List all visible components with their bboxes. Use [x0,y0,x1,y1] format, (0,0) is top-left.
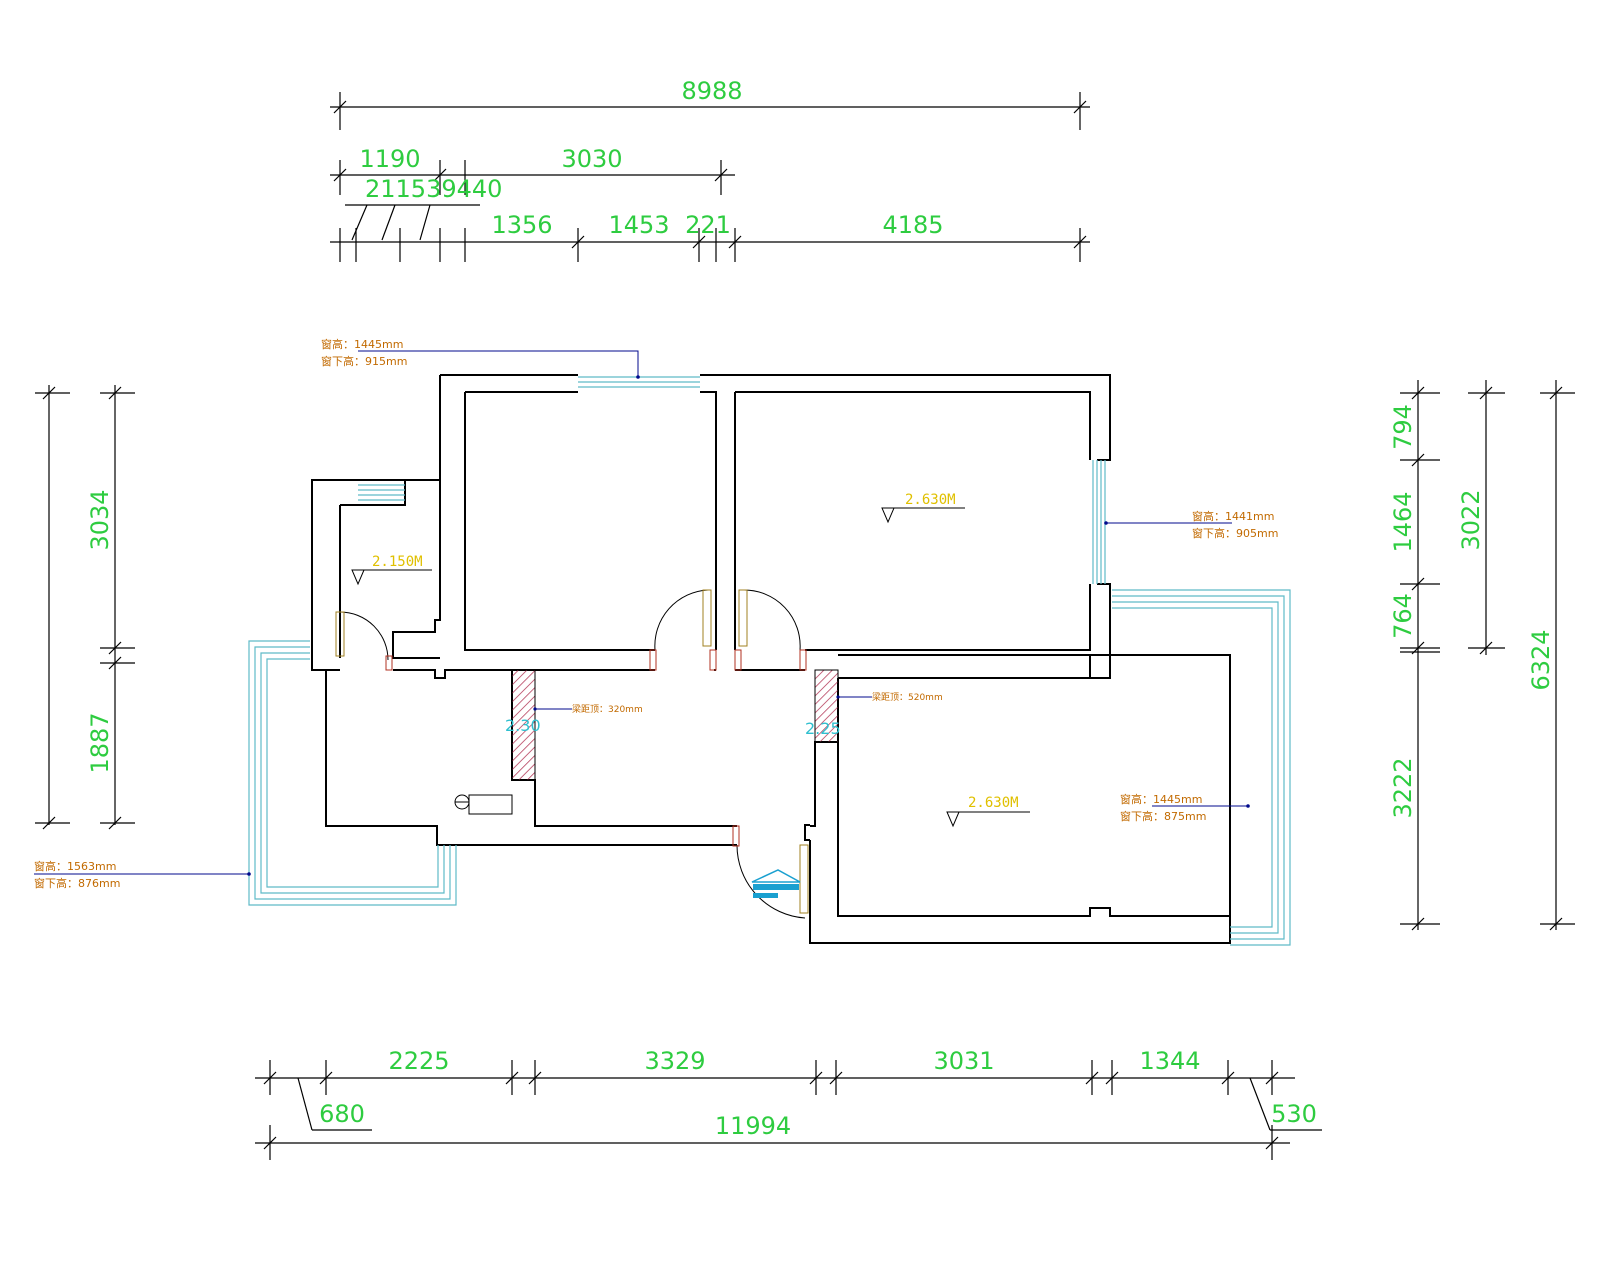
window-right-bay [1112,589,1291,946]
wall-outer-top [440,374,1231,944]
dim-bottom-3031: 3031 [933,1047,994,1075]
dim-right-6324: 6324 [1527,629,1555,690]
dim-bottom-overall: 11994 [715,1112,791,1140]
dim-bottom-530: 530 [1271,1100,1317,1128]
fixture-icon [454,794,513,815]
column-tag-right: 2.25 [805,719,841,738]
dim-top-small-group: 211539440 [365,175,502,203]
wall-left-upper [311,375,441,671]
wall-room1-inner [464,391,717,651]
dim-right-3022: 3022 [1457,489,1485,550]
beam-notes: 梁距顶：320mm 梁距顶：520mm [533,691,943,715]
note-right-upper-height: 窗高：1441mm [1192,509,1274,523]
dim-top-1356: 1356 [491,211,552,239]
dim-right-3222: 3222 [1389,757,1417,818]
top-dimensions: 8988 1190 3030 211539440 1356 1453 221 [330,77,1090,262]
note-left-sill: 窗下高：876mm [34,876,120,890]
wall-right-room [810,654,1230,917]
door-small-room [339,611,389,661]
left-dimensions: 3034 1887 [35,385,135,830]
note-top-sill: 窗下高：915mm [321,354,407,368]
dim-left-3034: 3034 [86,489,114,550]
dim-bottom-1344: 1344 [1139,1047,1200,1075]
window-notes: 窗高：1445mm 窗下高：915mm 窗高：1441mm 窗下高：905mm … [34,337,1278,890]
dim-top-1190: 1190 [359,145,420,173]
dim-top-4185: 4185 [882,211,943,239]
column-left-hatch [511,669,536,781]
dim-right-764: 764 [1389,593,1417,639]
door-room1 [654,589,709,651]
door-room2 [742,589,801,651]
entry-arrow-icon [751,869,801,898]
note-right-lower-sill: 窗下高：875mm [1120,809,1206,823]
wall-left-lower [325,670,737,846]
note-top-height: 窗高：1445mm [321,337,403,351]
window-top [578,376,700,388]
window-right-upper [1092,460,1106,584]
right-dimensions: 794 1464 764 3222 3022 6324 [1389,380,1575,931]
bottom-dimensions: 2225 3329 3031 1344 680 530 11994 [255,1047,1322,1160]
note-right-upper-sill: 窗下高：905mm [1192,526,1278,540]
dim-bottom-680: 680 [319,1100,365,1128]
dim-top-overall: 8988 [681,77,742,105]
windows [248,376,1291,946]
window-small-room [358,484,405,501]
wall-room2-inner [734,391,1091,651]
dim-bottom-2225: 2225 [388,1047,449,1075]
dim-bottom-3329: 3329 [644,1047,705,1075]
note-left-height: 窗高：1563mm [34,859,116,873]
dim-left-1887: 1887 [86,712,114,773]
beam-note-right: 梁距顶：520mm [872,691,943,703]
dim-top-3030: 3030 [561,145,622,173]
dim-top-1453: 1453 [608,211,669,239]
window-left-bay [248,640,457,906]
dim-top-221: 221 [685,211,731,239]
dim-right-794: 794 [1389,404,1417,450]
doors [335,589,809,919]
column-right-hatch [814,669,839,743]
level-room2: 2.630M [905,492,956,508]
wall-room-small [339,480,441,659]
level-small-room: 2.150M [372,554,423,570]
wall-center-divider [511,670,737,827]
beam-note-left: 梁距顶：320mm [572,703,643,715]
level-room3: 2.630M [968,795,1019,811]
dim-right-1464: 1464 [1389,491,1417,552]
column-tag-left: 2.30 [505,716,541,735]
level-markers: 2.630M 2.150M 2.630M [351,492,1030,828]
note-right-lower-height: 窗高：1445mm [1120,792,1202,806]
wall-entry-fix [804,824,810,841]
